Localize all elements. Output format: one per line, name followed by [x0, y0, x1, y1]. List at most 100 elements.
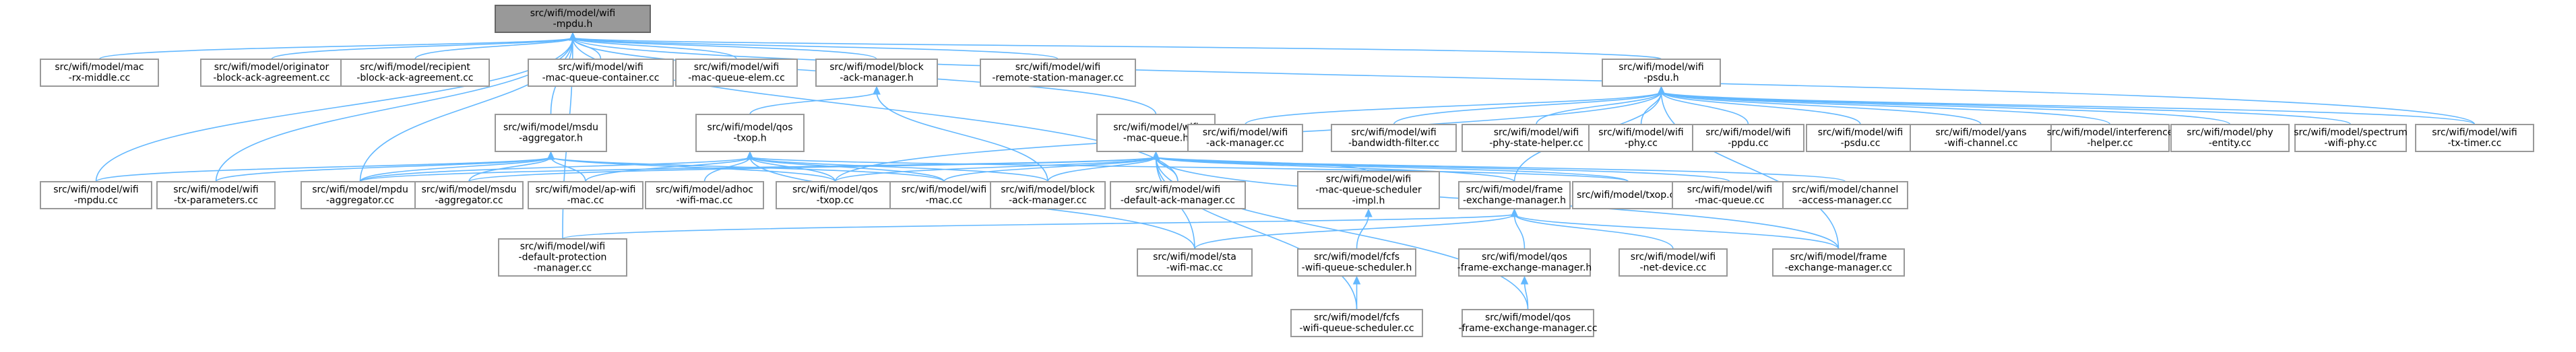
file-node[interactable]: src/wifi/model/yans-wifi-channel.cc [1910, 124, 2052, 152]
node-label-line: -block-ack-agreement.cc [213, 73, 329, 83]
node-label-line: src/wifi/model/adhoc [656, 184, 753, 195]
file-node[interactable]: src/wifi/model/mac-rx-middle.cc [40, 59, 159, 87]
node-label-line: src/wifi/model/qos [792, 184, 878, 195]
node-box [815, 59, 938, 87]
node-label-line: -bandwidth-filter.cc [1348, 138, 1439, 149]
file-node[interactable]: src/wifi/model/wifi-net-device.cc [1619, 248, 1728, 277]
node-label-line: -ack-manager.cc [1206, 138, 1284, 149]
node-label-line: -exchange-manager.cc [1785, 262, 1893, 273]
file-node[interactable]: src/wifi/model/wifi-default-protection-m… [498, 238, 627, 277]
file-node[interactable]: src/wifi/model/spectrum-wifi-phy.cc [2294, 124, 2408, 152]
file-node[interactable]: src/wifi/model/txop.cc [1572, 181, 1685, 209]
file-node[interactable]: src/wifi/model/frame-exchange-manager.cc [1772, 248, 1905, 277]
file-node[interactable]: src/wifi/model/wifi-mac.cc [889, 181, 999, 209]
node-label-line: src/wifi/model/originator [214, 62, 329, 73]
node-box [528, 59, 674, 87]
node-label-line: src/wifi/model/wifi [1351, 127, 1437, 138]
edge-line [1047, 156, 1157, 182]
node-label-line: -entity.cc [2209, 138, 2252, 149]
node-label-line: src/wifi/model/wifi [1494, 127, 1579, 138]
edge-line [749, 91, 877, 115]
node-box [1297, 171, 1440, 209]
node-label-line: -tx-parameters.cc [174, 195, 258, 206]
node-label-line: -aggregator.cc [326, 195, 394, 206]
node-box [301, 181, 420, 209]
node-box [1297, 248, 1416, 277]
file-node[interactable]: src/wifi/model/wifi-bandwidth-filter.cc [1331, 124, 1457, 152]
node-label-line: -wifi-mac.cc [676, 195, 732, 206]
edge-line [414, 37, 573, 60]
file-node[interactable]: src/wifi/model/wifi-tx-timer.cc [2415, 124, 2534, 152]
file-node[interactable]: src/wifi/model/qos-txop.h [695, 114, 805, 152]
node-box [889, 181, 999, 209]
file-node[interactable]: src/wifi/model/wifi-ppdu.cc [1692, 124, 1804, 152]
node-box [2170, 124, 2290, 152]
file-node[interactable]: src/wifi/model/wifi-mac-queue-elem.cc [675, 59, 798, 87]
file-node[interactable]: src/wifi/model/block-ack-manager.h [815, 59, 938, 87]
node-box [1458, 181, 1571, 209]
node-label-line: -mpdu.h [553, 19, 593, 30]
node-label-line: -mac-queue-scheduler [1315, 185, 1422, 196]
file-node[interactable]: src/wifi/model/sta-wifi-mac.cc [1137, 248, 1253, 277]
edge-line [1536, 91, 1662, 125]
file-node[interactable]: src/wifi/model/mpdu-aggregator.cc [301, 181, 420, 209]
file-node[interactable]: src/wifi/model/phy-entity.cc [2170, 124, 2290, 152]
node-label-line: src/wifi/model/wifi [1687, 184, 1773, 195]
file-node[interactable]: src/wifi/model/wifi-mac-queue.cc [1672, 181, 1788, 209]
edge-arrowhead [873, 85, 881, 95]
node-label-line: src/wifi/model/ap-wifi [535, 184, 635, 195]
file-node[interactable]: src/wifi/model/wifi-default-ack-manager.… [1110, 181, 1246, 209]
file-node[interactable]: src/wifi/model/recipient-block-ack-agree… [340, 59, 490, 87]
edge-line [834, 156, 1157, 182]
node-label-line: -wifi-channel.cc [1944, 138, 2018, 149]
file-node[interactable]: src/wifi/model/channel-access-manager.cc [1782, 181, 1908, 209]
file-node[interactable]: src/wifi/model/wifi-ack-manager.cc [1187, 124, 1303, 152]
file-node[interactable]: src/wifi/model/wifi-phy.cc [1588, 124, 1694, 152]
node-label-line: src/wifi/model/recipient [360, 62, 470, 73]
node-box [1137, 248, 1253, 277]
node-label-line: src/wifi/model/block [1001, 184, 1095, 195]
edge-line [1155, 156, 1846, 182]
file-node[interactable]: src/wifi/model/originator-block-ack-agre… [200, 59, 343, 87]
file-node[interactable]: src/wifi/model/frame-exchange-manager.h [1458, 181, 1571, 209]
node-box [1331, 124, 1457, 152]
file-node[interactable]: src/wifi/model/qos-frame-exchange-manage… [1457, 248, 1592, 277]
file-node[interactable]: src/wifi/model/fcfs-wifi-queue-scheduler… [1297, 248, 1416, 277]
root-file-node[interactable]: src/wifi/model/wifi-mpdu.h [495, 5, 651, 33]
file-node[interactable]: src/wifi/model/block-ack-manager.cc [990, 181, 1106, 209]
node-label-line: src/wifi/model/phy [2187, 127, 2273, 138]
node-label-line: -impl.h [1352, 196, 1385, 207]
file-node[interactable]: src/wifi/model/wifi-psdu.cc [1806, 124, 1915, 152]
file-node[interactable]: src/wifi/model/qos-txop.cc [776, 181, 895, 209]
file-node[interactable]: src/wifi/model/adhoc-wifi-mac.cc [645, 181, 764, 209]
edge-line [1513, 213, 1840, 250]
file-node[interactable]: src/wifi/model/wifi-psdu.h [1602, 59, 1721, 87]
file-node[interactable]: src/wifi/model/qos-frame-exchange-manage… [1458, 309, 1598, 337]
node-label-line: src/wifi/model/wifi [558, 62, 643, 73]
file-node[interactable]: src/wifi/model/msdu-aggregator.h [495, 114, 607, 152]
file-node[interactable]: src/wifi/model/wifi-mac-queue-container.… [528, 59, 674, 87]
file-node[interactable]: src/wifi/model/wifi-phy-state-helper.cc [1462, 124, 1611, 152]
file-node[interactable]: src/wifi/model/interference-helper.cc [2047, 124, 2174, 152]
file-node[interactable]: src/wifi/model/fcfs-wifi-queue-scheduler… [1290, 309, 1423, 337]
file-node[interactable]: src/wifi/model/ap-wifi-mac.cc [528, 181, 643, 209]
node-label-line: src/wifi/model/mpdu [312, 184, 408, 195]
edge-line [468, 156, 1157, 182]
node-label-line: -default-ack-manager.cc [1121, 195, 1235, 206]
node-label-line: -mac-queue.cc [1695, 195, 1765, 206]
node-label-line: -frame-exchange-manager.cc [1458, 323, 1597, 334]
edge-line [749, 156, 1629, 182]
file-node[interactable]: src/wifi/model/msdu-aggregator.cc [414, 181, 524, 209]
edge-arrowhead [746, 151, 754, 160]
node-box [495, 114, 607, 152]
node-label-line: -manager.cc [534, 263, 592, 274]
node-label-line: src/wifi/model/yans [1935, 127, 2026, 138]
file-node[interactable]: src/wifi/model/wifi-remote-station-manag… [980, 59, 1136, 87]
file-node[interactable]: src/wifi/model/wifi-tx-parameters.cc [156, 181, 276, 209]
node-box [498, 238, 627, 277]
file-node[interactable]: src/wifi/model/wifi-mac-queue-scheduler-… [1297, 171, 1440, 209]
file-node[interactable]: src/wifi/model/wifi-mpdu.cc [40, 181, 152, 209]
node-label-line: -psdu.cc [1841, 138, 1881, 149]
nodes-layer: src/wifi/model/wifi-mpdu.hsrc/wifi/model… [40, 5, 2534, 337]
